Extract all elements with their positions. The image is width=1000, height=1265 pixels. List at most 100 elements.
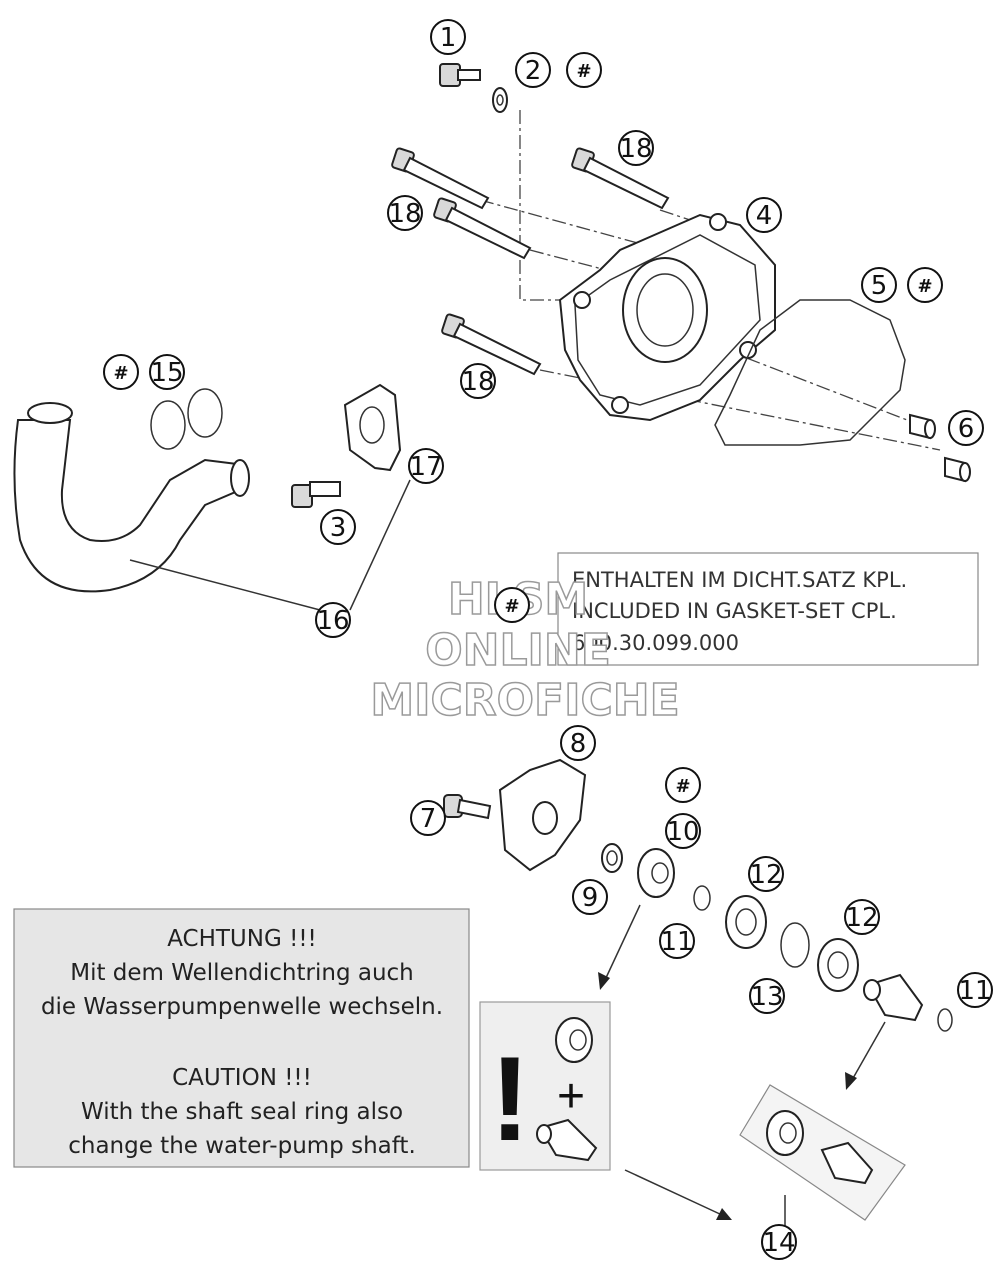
bearing-12-b-part[interactable] <box>817 938 859 992</box>
callout-marker[interactable]: 18 <box>618 130 654 166</box>
callout-marker[interactable]: 18 <box>387 195 423 231</box>
callout-label: 9 <box>582 883 599 913</box>
caution-de-title: ACHTUNG !!! <box>167 926 317 952</box>
callout-marker[interactable]: 5 <box>861 267 897 303</box>
hash-marker: # <box>665 767 701 803</box>
repair-set-14 <box>739 1084 906 1221</box>
callout-marker[interactable]: 17 <box>408 448 444 484</box>
flange-gasket-17-part[interactable] <box>343 383 402 472</box>
gasket-note-line-1: ENTHALTEN IM DICHT.SATZ KPL. <box>572 568 907 592</box>
shaft-icon <box>536 1118 598 1162</box>
hash-marker: # <box>103 354 139 390</box>
callout-label: 17 <box>409 452 442 482</box>
callout-marker[interactable]: 9 <box>572 879 608 915</box>
washer-9-part[interactable] <box>601 843 623 873</box>
callout-marker[interactable]: 8 <box>560 725 596 761</box>
callout-label: 7 <box>420 804 437 834</box>
washer-2-part[interactable] <box>492 87 508 113</box>
hash-label: # <box>113 363 128 384</box>
bolt-18-low-part[interactable] <box>441 313 542 376</box>
callout-marker[interactable]: 10 <box>665 813 701 849</box>
o-ring-15-part[interactable] <box>150 388 223 450</box>
callout-label: 18 <box>388 199 421 229</box>
callout-label: 18 <box>461 367 494 397</box>
pump-shaft-part[interactable] <box>863 973 924 1022</box>
caution-note: ACHTUNG !!! Mit dem Wellendichtring auch… <box>13 908 470 1168</box>
callout-label: 12 <box>749 860 782 890</box>
screw-7-part[interactable] <box>443 794 492 820</box>
gasket-set-markers: # # # # # <box>103 52 943 803</box>
gasket-5-part[interactable] <box>714 299 906 446</box>
warning-panel: ! + <box>479 1001 611 1171</box>
callout-label: 2 <box>525 56 542 86</box>
callout-label: 11 <box>958 976 991 1006</box>
hash-marker: # <box>566 52 602 88</box>
callout-label: 3 <box>330 513 347 543</box>
callout-marker[interactable]: 6 <box>948 410 984 446</box>
bolt-3-part[interactable] <box>291 481 341 508</box>
bolt-18-top-part[interactable] <box>571 147 670 210</box>
callout-marker[interactable]: 3 <box>320 509 356 545</box>
callout-marker[interactable]: 18 <box>460 363 496 399</box>
gasket-note-line-3: 600.30.099.000 <box>572 631 739 655</box>
gasket-set-note: ENTHALTEN IM DICHT.SATZ KPL. INCLUDED IN… <box>557 552 979 666</box>
callout-marker[interactable]: 1 <box>430 19 466 55</box>
dowel-sleeve-6-part[interactable] <box>909 413 971 483</box>
bearing-12-a-part[interactable] <box>725 895 767 949</box>
circlip-13-part[interactable] <box>780 922 810 968</box>
callout-marker[interactable]: 15 <box>149 354 185 390</box>
hash-marker: # <box>907 267 943 303</box>
hash-label: # <box>675 776 690 797</box>
seal-ring-icon <box>555 1017 593 1063</box>
callout-label: 14 <box>762 1228 795 1258</box>
pump-cover-assembly <box>391 63 971 483</box>
callout-marker[interactable]: 7 <box>410 800 446 836</box>
callout-marker[interactable]: 16 <box>315 602 351 638</box>
callout-label: 5 <box>871 271 888 301</box>
bolt-1-part[interactable] <box>439 63 481 87</box>
caution-de-line-1: Mit dem Wellendichtring auch <box>70 960 414 986</box>
callout-label: 18 <box>619 134 652 164</box>
circlip-11-b-part[interactable] <box>937 1008 953 1032</box>
callout-marker[interactable]: 12 <box>748 856 784 892</box>
callout-marker[interactable]: 12 <box>844 899 880 935</box>
caution-en-title: CAUTION !!! <box>172 1065 312 1091</box>
hose-assembly <box>13 383 411 611</box>
callout-marker[interactable]: 2 <box>515 52 551 88</box>
bolt-18-mid-b-part[interactable] <box>433 197 532 260</box>
watermark-line-2: ONLINE <box>425 625 611 676</box>
hash-label: # <box>504 596 519 617</box>
callout-markers: 1 2 3 4 5 6 7 8 9 10 11 11 12 12 13 14 1… <box>149 19 993 1260</box>
impeller-assembly <box>443 758 953 1232</box>
warning-exclamation: ! <box>490 1032 530 1166</box>
pump-cover-4-part[interactable] <box>558 213 776 422</box>
bolt-18-mid-a-part[interactable] <box>391 147 490 210</box>
callout-label: 1 <box>440 23 457 53</box>
shaft-seal-10-part[interactable] <box>637 848 675 898</box>
callout-label: 11 <box>660 927 693 957</box>
callout-marker[interactable]: 11 <box>659 923 695 959</box>
hash-label: # <box>576 61 591 82</box>
callout-label: 6 <box>958 414 975 444</box>
impeller-8-part[interactable] <box>498 758 587 872</box>
hose-16-part[interactable] <box>13 402 250 593</box>
caution-en-line-1: With the shaft seal ring also <box>81 1099 403 1125</box>
callout-marker[interactable]: 11 <box>957 972 993 1008</box>
callout-label: 13 <box>750 982 783 1012</box>
callout-label: 15 <box>150 358 183 388</box>
circlip-11-a-part[interactable] <box>693 885 711 911</box>
gasket-note-line-2: INCLUDED IN GASKET-SET CPL. <box>572 599 897 623</box>
callout-label: 4 <box>756 201 773 231</box>
warning-plus: + <box>557 1070 585 1123</box>
hash-label: # <box>917 276 932 297</box>
caution-de-line-2: die Wasserpumpenwelle wechseln. <box>41 994 443 1020</box>
callout-marker[interactable]: 4 <box>746 197 782 233</box>
callout-marker[interactable]: 13 <box>749 978 785 1014</box>
watermark-line-3: MICROFICHE <box>370 675 679 726</box>
callout-label: 10 <box>666 817 699 847</box>
watermark: HLSM ONLINE MICROFICHE <box>370 573 681 727</box>
callout-marker[interactable]: 14 <box>761 1224 797 1260</box>
callout-label: 8 <box>570 729 587 759</box>
caution-en-line-2: change the water-pump shaft. <box>68 1133 416 1159</box>
